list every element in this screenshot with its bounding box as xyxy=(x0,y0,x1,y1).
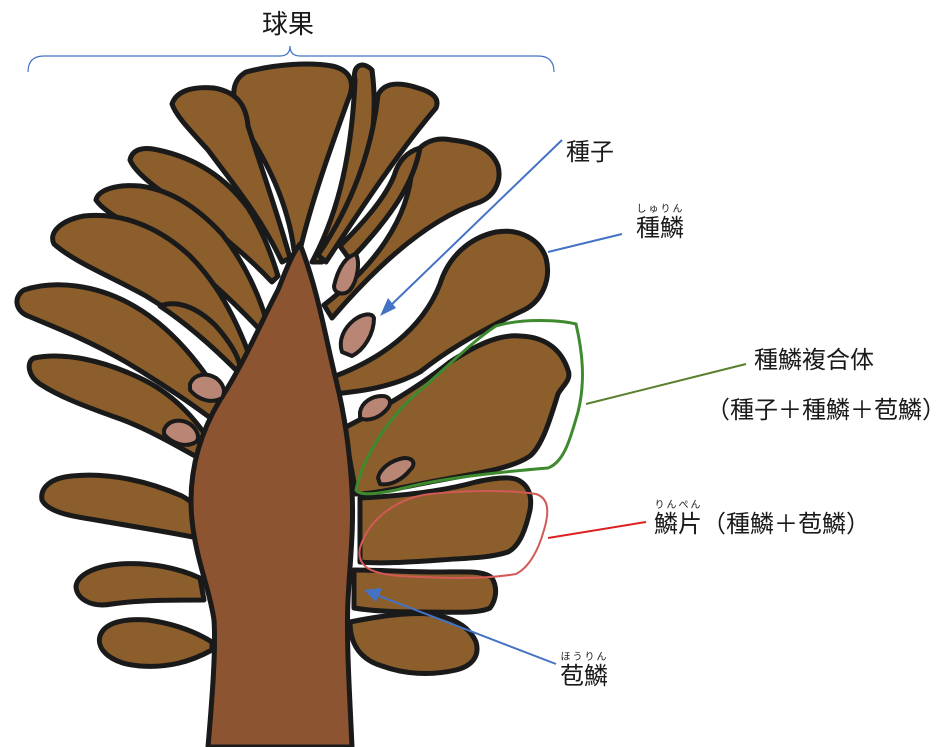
bract-scale-label: 苞鱗ほうりん xyxy=(560,652,608,691)
scale-piece-reading: りんぺん xyxy=(654,500,702,511)
scale-l10 xyxy=(99,620,212,667)
seed-2 xyxy=(341,314,374,356)
scale-piece-label: 鱗片りんぺん（種鱗＋苞鱗） xyxy=(654,500,870,539)
scale-piece-text: 鱗片 xyxy=(654,510,702,538)
scale-piece-pointer-line xyxy=(548,522,646,538)
seed-scale-label: 種鱗しゅりん xyxy=(636,204,684,243)
seed-arrowhead xyxy=(380,298,396,316)
seed-scale-text: 種鱗 xyxy=(636,214,684,242)
complex-formula: （種子＋種鱗＋苞鱗） xyxy=(706,398,946,422)
seed-label: 種子 xyxy=(566,140,614,164)
seed-3 xyxy=(190,375,224,401)
seed-scale-pointer-line xyxy=(548,234,622,252)
scale-piece-formula: （種鱗＋苞鱗） xyxy=(702,510,870,538)
seed-scale-reading: しゅりん xyxy=(636,204,684,215)
bract-scale-reading: ほうりん xyxy=(560,652,608,663)
scale-l9 xyxy=(76,564,204,605)
seed-4 xyxy=(164,421,198,445)
complex-title: 種鱗複合体 xyxy=(754,348,874,372)
scale-r8 xyxy=(350,613,477,673)
cone-label: 球果 xyxy=(262,12,314,38)
bract-scale-text: 苞鱗 xyxy=(560,662,608,690)
scale-l8 xyxy=(42,475,210,540)
